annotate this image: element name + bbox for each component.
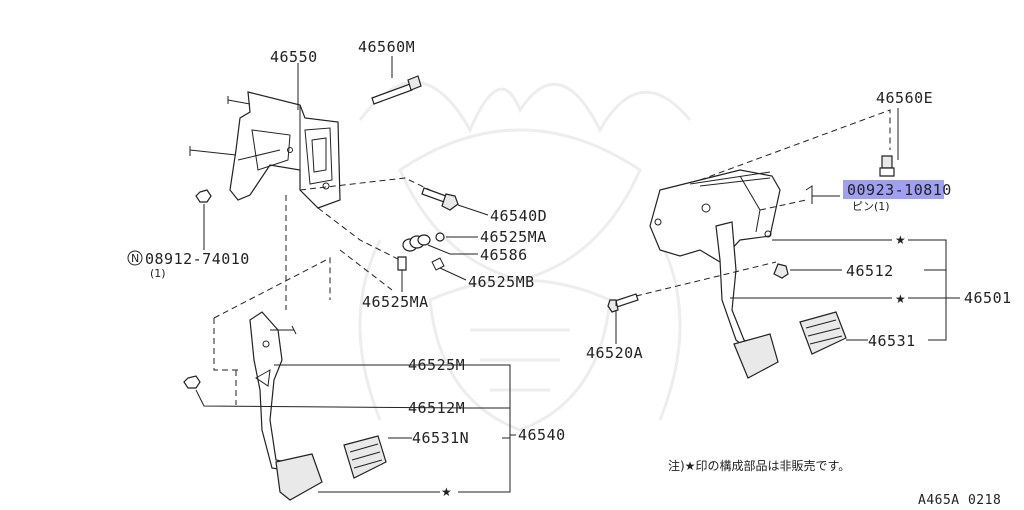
left-dashed-guides [213,177,431,405]
label-46531N[interactable]: 46531N [412,429,469,447]
reference-code: A465A 0218 [918,493,1001,508]
label-pin-note: ピン(1) [852,200,890,213]
footnote: 注)★印の構成部品は非販売です。 [668,458,850,473]
nut-symbol: N [131,252,139,265]
label-46525M[interactable]: 46525M [408,356,465,374]
star-marker-right-top: ★ [895,233,906,247]
bracket-46550 [189,91,341,209]
label-46560M[interactable]: 46560M [358,38,415,56]
pin-00923 [805,185,813,204]
watermark-emblem [358,81,692,432]
label-08912-74010[interactable]: 08912-74010 [145,250,250,268]
label-46540D[interactable]: 46540D [490,207,547,225]
bracket-46501 [649,169,781,263]
label-00923-10810[interactable]: 00923-10810 [847,181,952,199]
label-46550[interactable]: 46550 [270,48,318,66]
label-46520A[interactable]: 46520A [586,344,643,362]
pedal-46501 [715,221,847,379]
bolt-46560M [371,75,422,105]
star-marker-left: ★ [441,485,452,499]
highlight-box [843,180,944,199]
label-46531[interactable]: 46531 [868,332,916,350]
label-46540[interactable]: 46540 [518,426,566,444]
star-marker-right-mid: ★ [895,292,906,306]
bolt-46540D [421,187,459,211]
label-46525MB[interactable]: 46525MB [468,273,535,291]
nut-callout: N 08912-74010 (1) [127,250,250,280]
pedal-46540 [183,311,387,501]
label-46525MA-a[interactable]: 46525MA [480,228,547,246]
label-46560E[interactable]: 46560E [876,89,933,107]
label-46512M[interactable]: 46512M [408,399,465,417]
label-46586[interactable]: 46586 [480,246,528,264]
left-leader-lines [195,56,516,493]
label-46501[interactable]: 46501 [964,289,1012,307]
bolt-46520A [607,293,639,313]
label-46512[interactable]: 46512 [846,262,894,280]
bolt-46560E [879,155,895,177]
small-parts-cluster [397,232,445,271]
nut-08912 [195,189,212,203]
label-46525MA-b[interactable]: 46525MA [362,293,429,311]
label-nut-qty: (1) [150,267,166,280]
right-leader-lines [615,108,960,344]
